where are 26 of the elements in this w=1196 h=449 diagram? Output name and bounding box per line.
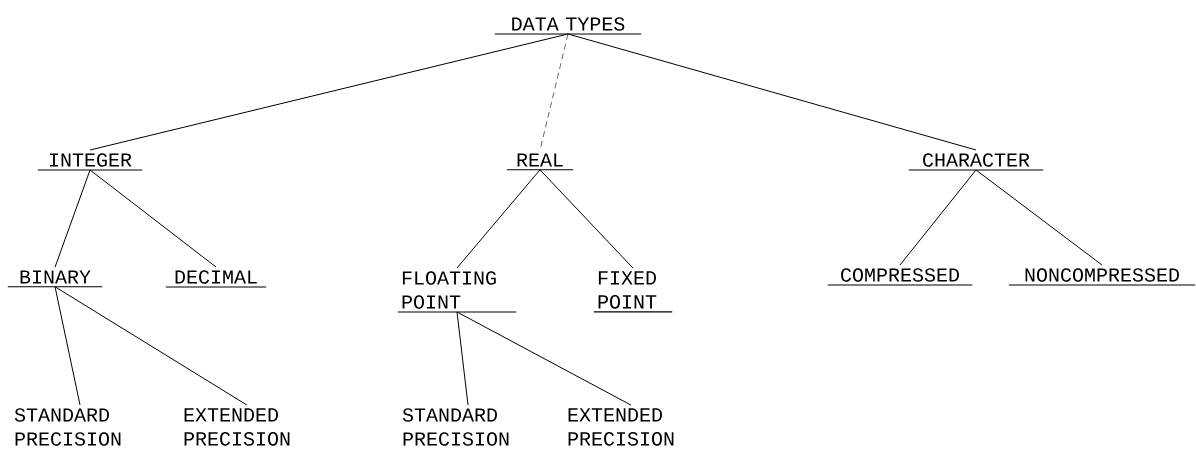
underlined-term: FLOATING POINT <box>397 271 517 313</box>
underlined-term: DATA TYPES <box>494 17 642 35</box>
term-label: EXTENDED PRECISION <box>184 408 290 446</box>
connector-line <box>567 33 977 151</box>
underlined-term: BINARY <box>7 270 103 288</box>
connector-line <box>456 311 469 406</box>
connector-line <box>54 169 91 268</box>
connector-line <box>54 286 81 406</box>
connector-line <box>456 311 632 406</box>
connector-line <box>54 286 248 406</box>
underlined-term: NONCOMPRESSED <box>1008 268 1196 286</box>
underlined-term: DECIMAL <box>165 270 267 288</box>
underlined-term: CHARACTER <box>908 153 1044 171</box>
term-label: STANDARD PRECISION <box>402 408 509 446</box>
underlined-term: FIXED POINT <box>593 271 673 313</box>
underlined-term: COMPRESSED <box>827 268 973 286</box>
term-label: STANDARD PRECISION <box>14 408 121 446</box>
underlined-term: REAL <box>506 153 574 171</box>
connector-line <box>89 169 217 268</box>
connector-line <box>899 169 977 266</box>
connector-line <box>975 169 1103 266</box>
term-label: EXTENDED PRECISION <box>568 408 674 446</box>
connector-line <box>539 169 634 269</box>
underlined-term: INTEGER <box>37 153 143 171</box>
connector-line <box>89 33 569 151</box>
connector-line <box>456 169 541 269</box>
